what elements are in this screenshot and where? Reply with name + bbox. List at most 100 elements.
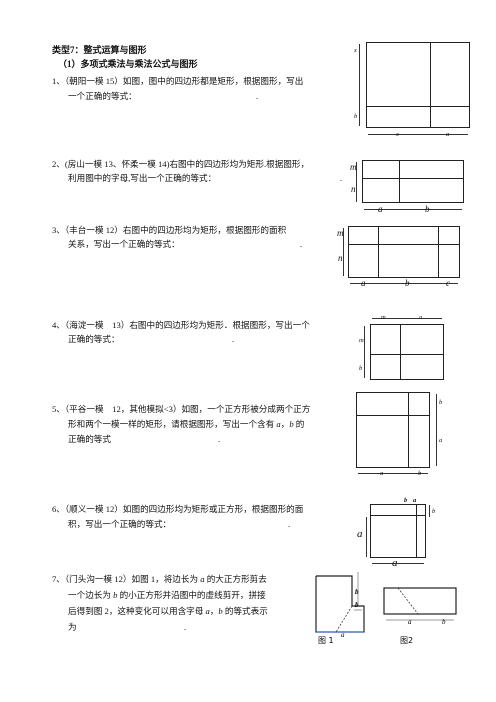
problem-7-line-2: 一个边长为 b 的小正方形并沿图中的虚线剪开，拼接 [68,589,266,602]
figure-3-divider-v1 [378,226,379,278]
figure-1-divider-h [366,106,470,107]
figure-7-a2: a [408,618,412,626]
figure-4-a-top: a [419,314,423,321]
problem-2-end: . [340,173,343,183]
figure-1-side-dim [359,44,360,126]
problem-4-line-1: 4、（海淀一模 13）右图中的四边形均为矩形．根据图形，写出一个 [52,320,310,330]
problem-7-line-3-var-b: b [218,606,223,616]
subsection-heading: （1）多项式乘法与乘法公式与图形 [58,59,198,69]
problem-5-line-2: 形和两个一模一样的矩形，请根据图形，写出一个含有 a，b 的 [68,418,304,431]
figure-5-b-bottom: b [418,470,422,477]
figure-1-outer-rect [366,42,470,128]
problem-7-line-2-start: 一个边长为 [68,590,114,600]
problem-7-line-3: 后得到图 2，这种变化可以用含字母 a，b 的等式表示 [68,605,268,618]
problem-5-var-a: a [276,419,281,429]
figure-3-outer-rect [348,226,460,278]
problem-5-var-b: b [289,419,294,429]
figure-2-divider-h [362,178,464,179]
figure-2-a: a [378,204,383,214]
figure-7-caption-1: 图 1 [318,636,334,645]
problem-5-line-3: 正确的等式 [68,434,111,444]
problem-3-end: . [300,239,303,249]
figure-3-m: m [337,228,344,238]
problem-6-end: . [288,519,291,529]
problem-5-line-2-start: 形和两个一模一样的矩形，请根据图形，写出一个含有 [68,419,277,429]
figure-7-right: a b 图2 [383,587,457,645]
problem-7-line-3-var-a: a [205,606,210,616]
figure-2-bottom-dim [364,209,462,210]
problem-7-line-4: 为 [68,622,77,632]
figure-1-divider-v [430,42,431,128]
problem-7-var-a: a [200,574,205,584]
problem-5-end: . [218,434,221,444]
figure-4-outer-rect [370,324,444,380]
figure-1-x-top: x [354,47,357,54]
figure-6-a-side: a [357,528,363,540]
problem-5-line-2-end: 的 [293,419,305,429]
figure-5-divider-v [408,392,409,468]
problem-7-var-b: b [113,590,118,600]
figure-3-b: b [405,278,410,288]
figure-2-side-dim [356,162,357,202]
figure-7-left: b b a 图 1 [315,572,365,645]
figure-7: b b a 图 1 a b 图2 [315,572,457,645]
figure-3-divider-v2 [438,226,439,278]
figure-4-divider-h [370,354,444,355]
figure-7-b2: b [355,601,359,609]
figure-7-b3: b [442,618,446,626]
problem-2-line-2: 利用图中的字母,写出一个正确的等式： [68,173,217,183]
problem-7-line-3-end: 的等式表示 [222,606,268,616]
figure-4-side-dim [364,326,365,378]
figure-1-b-side: b [354,113,358,120]
problem-1-line-1: 1、（朝阳一模 15）如图，图中的四边形都是矩形，根据图形，写出 [52,76,304,86]
figure-5-a-bottom: a [380,470,384,477]
problem-7-line-1-end: 的大正方形剪去 [204,574,267,584]
problem-7-line-3-start: 后得到图 2，这种变化可以用含字母 [68,606,206,616]
figure-6-a-bottom: a [392,557,398,569]
problem-4-line-2: 正确的等式： [68,334,120,344]
figure-3-n: n [338,253,343,263]
figure-5-b-side: b [439,399,443,406]
figure-4-m-side: m [359,337,364,344]
figure-5-side-dim [436,394,437,466]
problem-6-line-2: 积，写出一个正确的等式： [68,519,172,529]
figure-6-b-dim [429,505,430,517]
figure-7-caption-2: 图2 [400,636,413,645]
figure-5-a-side: a [439,437,443,444]
section-heading: 类型7：整式运算与图形 [52,45,147,55]
figure-5-outer-square [356,392,430,468]
problem-7-line-1: 7、（门头沟一模 12）如图 1，将边长为 a 的大正方形剪去 [52,573,267,586]
figure-6-a-dim [366,517,367,557]
figure-1-a-bottom: a [446,131,450,138]
figure-6-b-top: b [404,497,408,504]
figure-7-a1: a [341,631,345,639]
figure-4-divider-v [400,324,401,380]
figure-7-right-cut-line [397,587,419,615]
problem-5-sep: ， [280,419,290,429]
problem-3-line-2: 关系，写出一个正确的等式： [68,239,180,249]
problem-7-line-1-start: 7、（门头沟一模 12）如图 1，将边长为 [52,574,201,584]
problem-3-line-1: 3、（丰台一模 12）右图中的四边形均为矩形，根据图形的面积 [52,225,287,235]
figure-1-x-bottom: x [396,131,399,138]
figure-4-top-dim [372,318,442,319]
figure-3-divider-h [348,244,460,245]
problem-1-end: . [256,91,259,101]
figure-3-bottom-dim [350,283,458,284]
problem-7-line-3-sep: ， [209,606,219,616]
figure-6-bottom-dim [372,563,424,564]
figure-6-b-side: b [432,508,436,515]
figure-5-bottom-dim [358,473,428,474]
figure-6-divider-v [416,504,417,558]
problem-1-line-2: 一个正确的等式： [68,91,137,101]
figure-1-bottom-dim [368,134,468,135]
figure-7-b1: b [355,588,359,596]
figure-7-left-cut-line [335,605,353,633]
figure-3-c: c [446,278,450,288]
figure-2-b: b [425,204,430,214]
figure-3-side-dim [343,228,344,276]
problem-4-end: . [232,334,235,344]
figure-2-m: m [350,162,357,172]
figure-3-a: a [361,278,366,288]
figure-6-outer-square [370,504,426,558]
figure-6-a-top: a [413,497,417,504]
